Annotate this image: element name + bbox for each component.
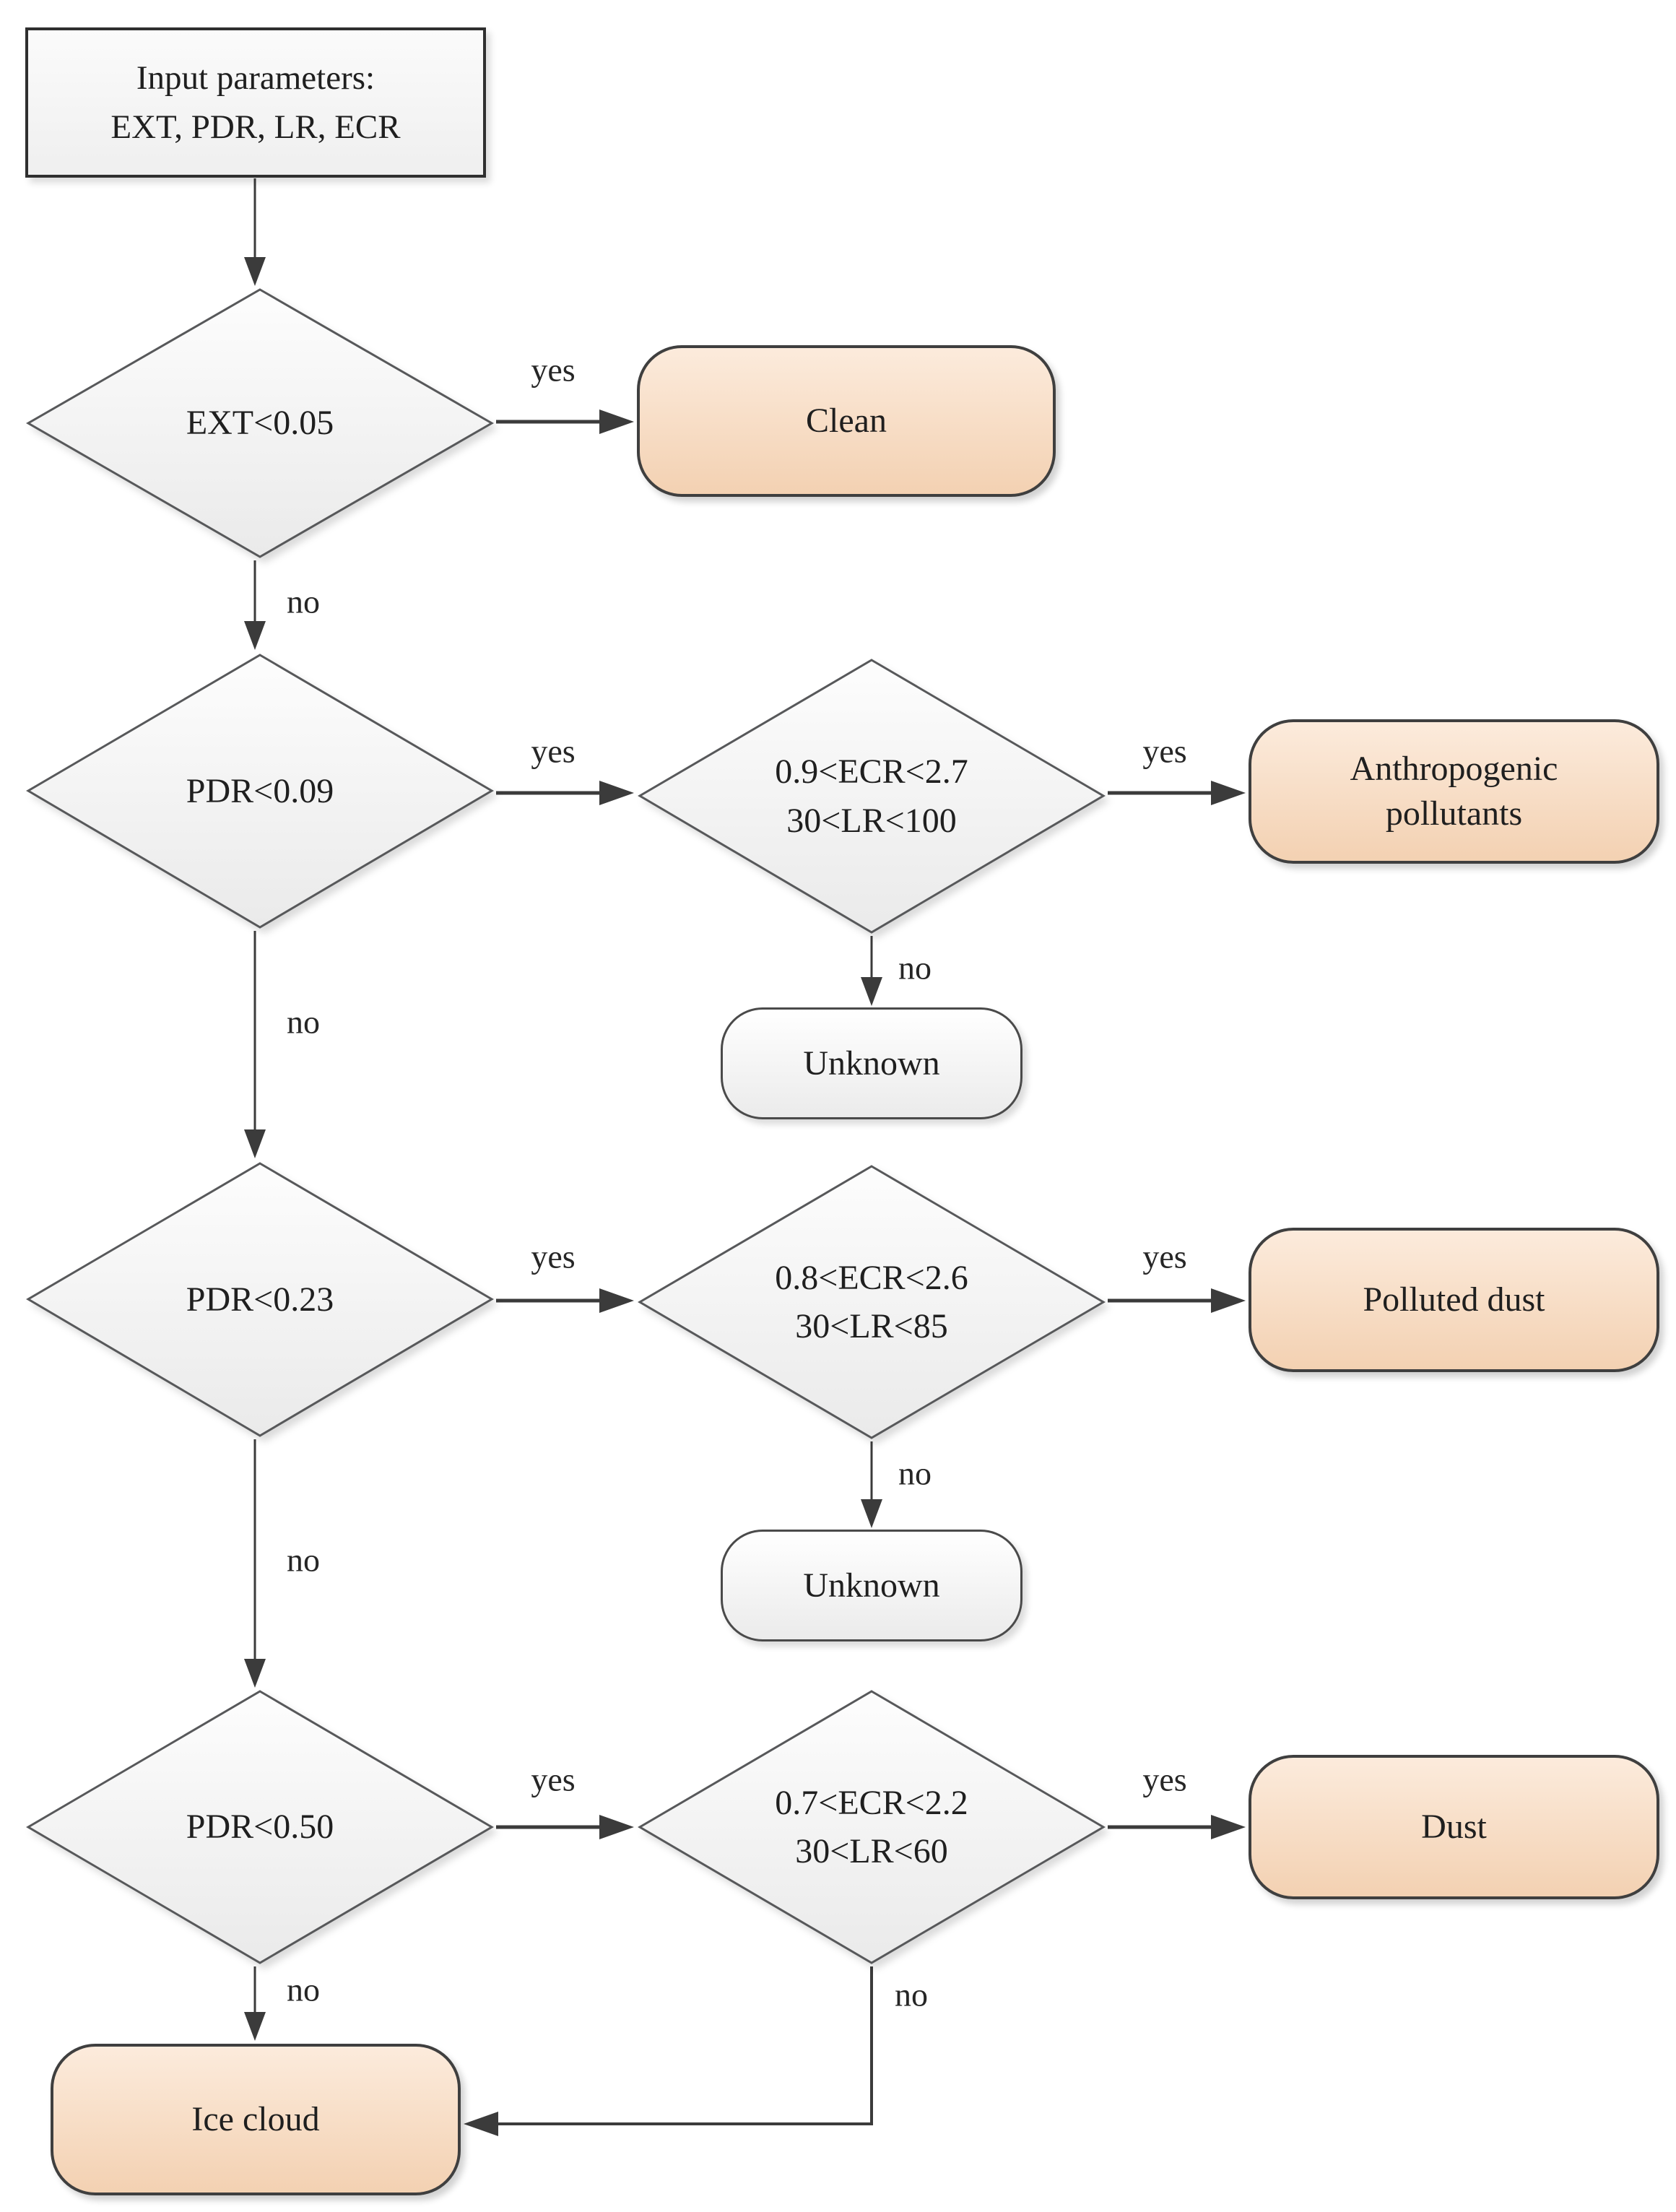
decision-pdr3: PDR<0.50 [25, 1689, 495, 1965]
decision-ecr3-label: 0.7<ECR<2.2 30<LR<60 [637, 1689, 1106, 1965]
edge-pdr3-yes-ecr3 [496, 1815, 634, 1839]
decision-ecr1-line2: 30<LR<100 [786, 801, 957, 840]
start-node-line2: EXT, PDR, LR, ECR [110, 108, 401, 146]
diamond-shape [26, 654, 494, 929]
edge-pdr3-no-ice-cloud [244, 1966, 266, 2041]
decision-ecr1-label: 0.9<ECR<2.7 30<LR<100 [637, 658, 1106, 934]
decision-ecr1-line1: 0.9<ECR<2.7 [775, 752, 968, 791]
diamond-shape [638, 1690, 1106, 1964]
start-node: Input parameters: EXT, PDR, LR, ECR [25, 27, 486, 178]
decision-ext: EXT<0.05 [25, 287, 495, 559]
edge-pdr1-no-pdr2 [244, 931, 266, 1158]
edge-ecr1-no-unknown1 [861, 936, 882, 1006]
diamond-shape [26, 1162, 494, 1437]
edge-start-to-ext [244, 178, 266, 286]
edge-ext-no-pdr1 [244, 560, 266, 650]
result-unknown-1-label: Unknown [803, 1044, 940, 1083]
decision-pdr2-label: PDR<0.23 [186, 1280, 334, 1319]
edge-label-no-pdr3: no [287, 1971, 320, 2008]
edge-label-yes-pdr3: yes [531, 1761, 576, 1798]
result-anthropogenic-line1: Anthropogenic [1350, 749, 1558, 788]
diamond-shape [638, 659, 1106, 934]
decision-ecr2-label: 0.8<ECR<2.6 30<LR<85 [637, 1164, 1106, 1440]
edge-label-yes-pdr2: yes [531, 1238, 576, 1275]
decision-ecr1: 0.9<ECR<2.7 30<LR<100 [637, 658, 1106, 934]
result-unknown-1: Unknown [721, 1007, 1022, 1119]
edge-label-no-ecr2: no [898, 1454, 932, 1492]
edge-label-yes-ecr3: yes [1142, 1761, 1187, 1798]
decision-pdr3-label: PDR<0.50 [186, 1808, 334, 1847]
edge-label-no-ext: no [287, 583, 320, 620]
result-polluted-dust: Polluted dust [1249, 1228, 1659, 1372]
edge-label-no-ecr3: no [895, 1976, 928, 2013]
edge-label-no-ecr1: no [898, 949, 932, 986]
result-anthropogenic-pollutants: Anthropogenic pollutants [1249, 719, 1659, 864]
decision-ecr3: 0.7<ECR<2.2 30<LR<60 [637, 1689, 1106, 1965]
decision-ecr3-line2: 30<LR<60 [795, 1832, 948, 1870]
result-clean-label: Clean [806, 401, 887, 440]
decision-ecr2-line1: 0.8<ECR<2.6 [775, 1258, 968, 1297]
start-node-line1: Input parameters: [136, 58, 375, 97]
edge-ecr2-no-unknown2 [861, 1441, 882, 1528]
edge-label-no-pdr1: no [287, 1003, 320, 1041]
edge-label-yes-pdr1: yes [531, 732, 576, 770]
edge-label-yes-ecr1: yes [1142, 732, 1187, 770]
decision-ecr3-line1: 0.7<ECR<2.2 [775, 1783, 968, 1822]
diamond-shape [25, 288, 495, 558]
edge-label-yes-ecr2: yes [1142, 1238, 1187, 1275]
edge-pdr2-yes-ecr2 [496, 1288, 634, 1313]
diamond-shape [26, 1690, 494, 1964]
result-dust-label: Dust [1421, 1807, 1487, 1846]
edge-ecr2-yes-polluted-dust [1108, 1288, 1246, 1313]
edge-ecr3-yes-dust [1108, 1815, 1246, 1839]
result-unknown-2: Unknown [721, 1530, 1022, 1641]
diamond-shape [638, 1165, 1106, 1439]
result-unknown-2-label: Unknown [803, 1566, 940, 1605]
edge-label-no-pdr2: no [287, 1541, 320, 1579]
edge-ext-yes-clean [496, 409, 634, 434]
result-clean: Clean [637, 345, 1056, 497]
decision-ecr2: 0.8<ECR<2.6 30<LR<85 [637, 1164, 1106, 1440]
decision-pdr1-label: PDR<0.09 [186, 771, 334, 810]
result-polluted-dust-label: Polluted dust [1363, 1280, 1545, 1319]
decision-ecr2-line2: 30<LR<85 [795, 1307, 948, 1345]
edge-ecr3-no-ice-cloud [464, 1966, 873, 2136]
decision-pdr1: PDR<0.09 [25, 653, 495, 929]
decision-pdr2: PDR<0.23 [25, 1161, 495, 1438]
result-ice-cloud: Ice cloud [51, 2044, 461, 2195]
edge-label-yes-ext-clean: yes [531, 351, 576, 389]
result-ice-cloud-label: Ice cloud [191, 2099, 320, 2138]
result-anthropogenic-line2: pollutants [1385, 794, 1523, 833]
edge-pdr2-no-pdr3 [244, 1439, 266, 1688]
edge-pdr1-yes-ecr1 [496, 781, 634, 805]
result-dust: Dust [1249, 1755, 1659, 1899]
decision-ext-label: EXT<0.05 [186, 404, 334, 443]
edge-ecr1-yes-anthropogenic [1108, 781, 1246, 805]
